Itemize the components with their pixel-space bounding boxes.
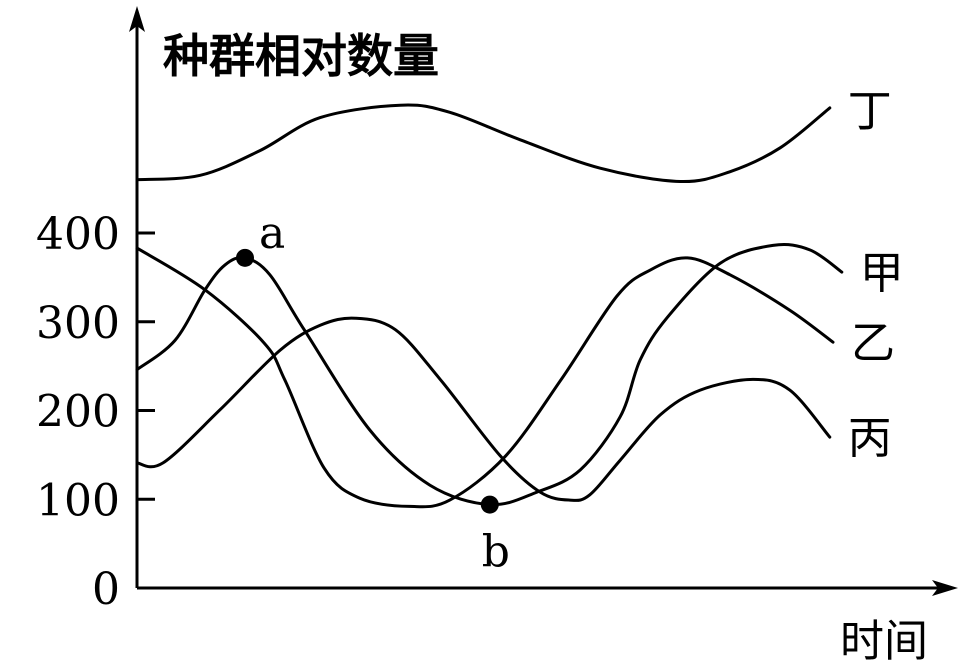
point-a bbox=[236, 248, 254, 267]
y-tick-label: 300 bbox=[36, 298, 120, 349]
series-label: 甲 bbox=[860, 248, 904, 299]
y-axis-arrow-icon bbox=[129, 6, 145, 32]
series-label: 丁 bbox=[848, 86, 892, 137]
x-axis-label: 时间 bbox=[840, 616, 928, 667]
y-tick-label: 0 bbox=[92, 564, 120, 615]
series-label: 丙 bbox=[848, 413, 892, 464]
series-line-丁 bbox=[135, 103, 832, 184]
point-label: a bbox=[259, 208, 285, 259]
series-line-乙 bbox=[135, 246, 835, 509]
axes bbox=[129, 6, 958, 596]
y-tick-label: 400 bbox=[36, 209, 120, 260]
x-axis-arrow-icon bbox=[932, 580, 958, 596]
point-label: b bbox=[482, 527, 510, 578]
series-line-甲 bbox=[135, 243, 844, 507]
y-axis-label: 种群相对数量 bbox=[163, 29, 439, 83]
y-tick-label: 200 bbox=[36, 387, 120, 438]
y-tick-label: 100 bbox=[36, 475, 120, 526]
series-line-丙 bbox=[135, 316, 832, 502]
series-label: 乙 bbox=[851, 318, 895, 369]
point-b bbox=[480, 495, 499, 514]
